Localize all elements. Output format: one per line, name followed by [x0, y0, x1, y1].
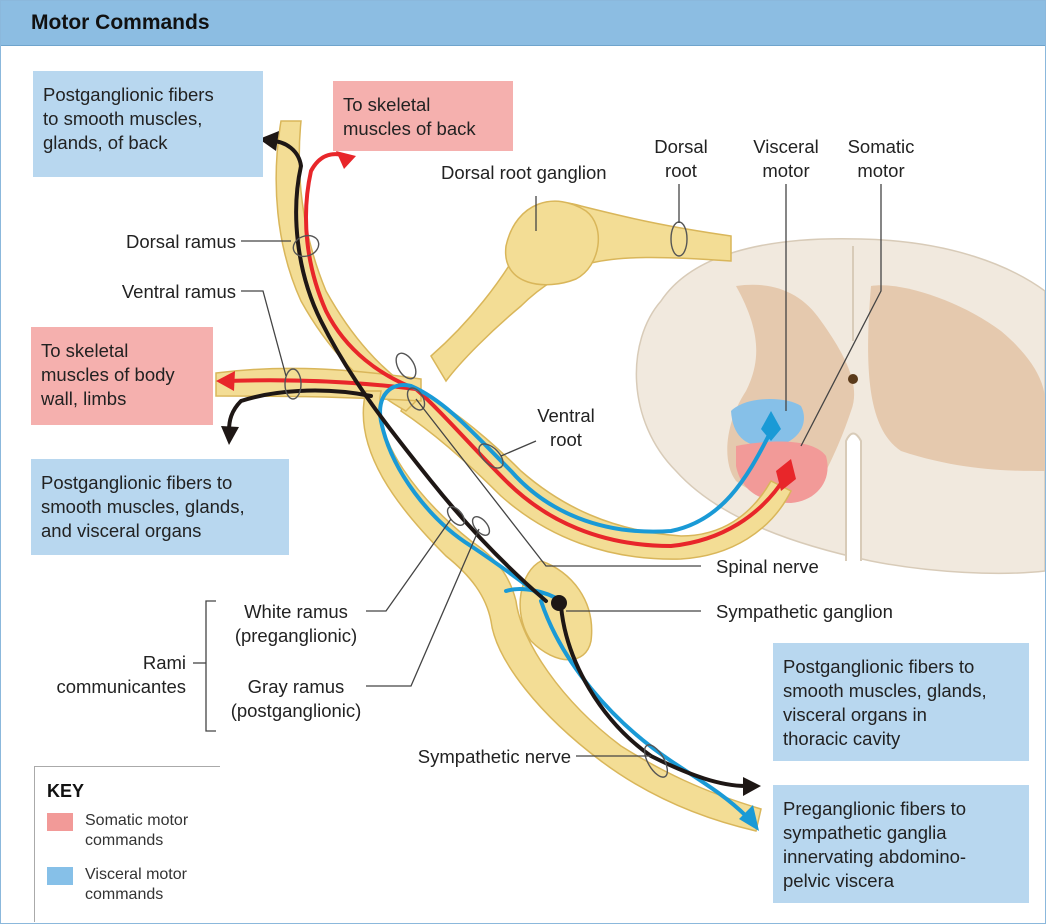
legend-title: KEY: [47, 781, 84, 802]
box-skeletal-body: To skeletal muscles of body wall, limbs: [31, 327, 213, 425]
label-dorsal-root-ganglion: Dorsal root ganglion: [441, 161, 607, 185]
bracket-rami-communicantes: [206, 601, 216, 731]
label-white-ramus: White ramus (preganglionic): [226, 600, 366, 648]
arrow-postganglionic-thoracic: [743, 777, 761, 796]
label-sympathetic-nerve: Sympathetic nerve: [386, 745, 571, 769]
arrow-postganglionic-visceral: [221, 426, 239, 445]
central-canal: [848, 374, 858, 384]
legend-label-visceral: Visceral motor commands: [85, 865, 187, 905]
leader-ventral-ramus: [241, 291, 286, 376]
label-ventral-ramus: Ventral ramus: [71, 280, 236, 304]
legend-swatch-visceral: [47, 867, 73, 885]
anterior-median-fissure: [846, 434, 861, 562]
legend-key: KEY Somatic motor commands Visceral moto…: [34, 766, 220, 922]
arrow-skeletal-back: [336, 151, 356, 169]
ganglion-neuron-body: [551, 595, 567, 611]
label-rami-communicantes: Rami communicantes: [31, 651, 186, 699]
label-visceral-motor: Visceral motor: [746, 135, 826, 183]
label-sympathetic-ganglion: Sympathetic ganglion: [716, 600, 893, 624]
label-somatic-motor: Somatic motor: [839, 135, 923, 183]
label-dorsal-root: Dorsal root: [641, 135, 721, 183]
legend-swatch-somatic: [47, 813, 73, 831]
box-postganglionic-thoracic: Postganglionic fibers to smooth muscles,…: [773, 643, 1029, 761]
ring-gray-ramus: [469, 514, 492, 539]
box-postganglionic-visceral: Postganglionic fibers to smooth muscles,…: [31, 459, 289, 555]
label-dorsal-ramus: Dorsal ramus: [71, 230, 236, 254]
label-ventral-root: Ventral root: [531, 404, 601, 452]
legend-label-somatic: Somatic motor commands: [85, 811, 188, 851]
box-postganglionic-back: Postganglionic fibers to smooth muscles,…: [33, 71, 263, 177]
box-skeletal-back: To skeletal muscles of back: [333, 81, 513, 151]
label-gray-ramus: Gray ramus (postganglionic): [226, 675, 366, 723]
box-preganglionic-abdominal: Preganglionic fibers to sympathetic gang…: [773, 785, 1029, 903]
label-spinal-nerve: Spinal nerve: [716, 555, 819, 579]
dorsal-root-ganglion: [506, 201, 599, 285]
